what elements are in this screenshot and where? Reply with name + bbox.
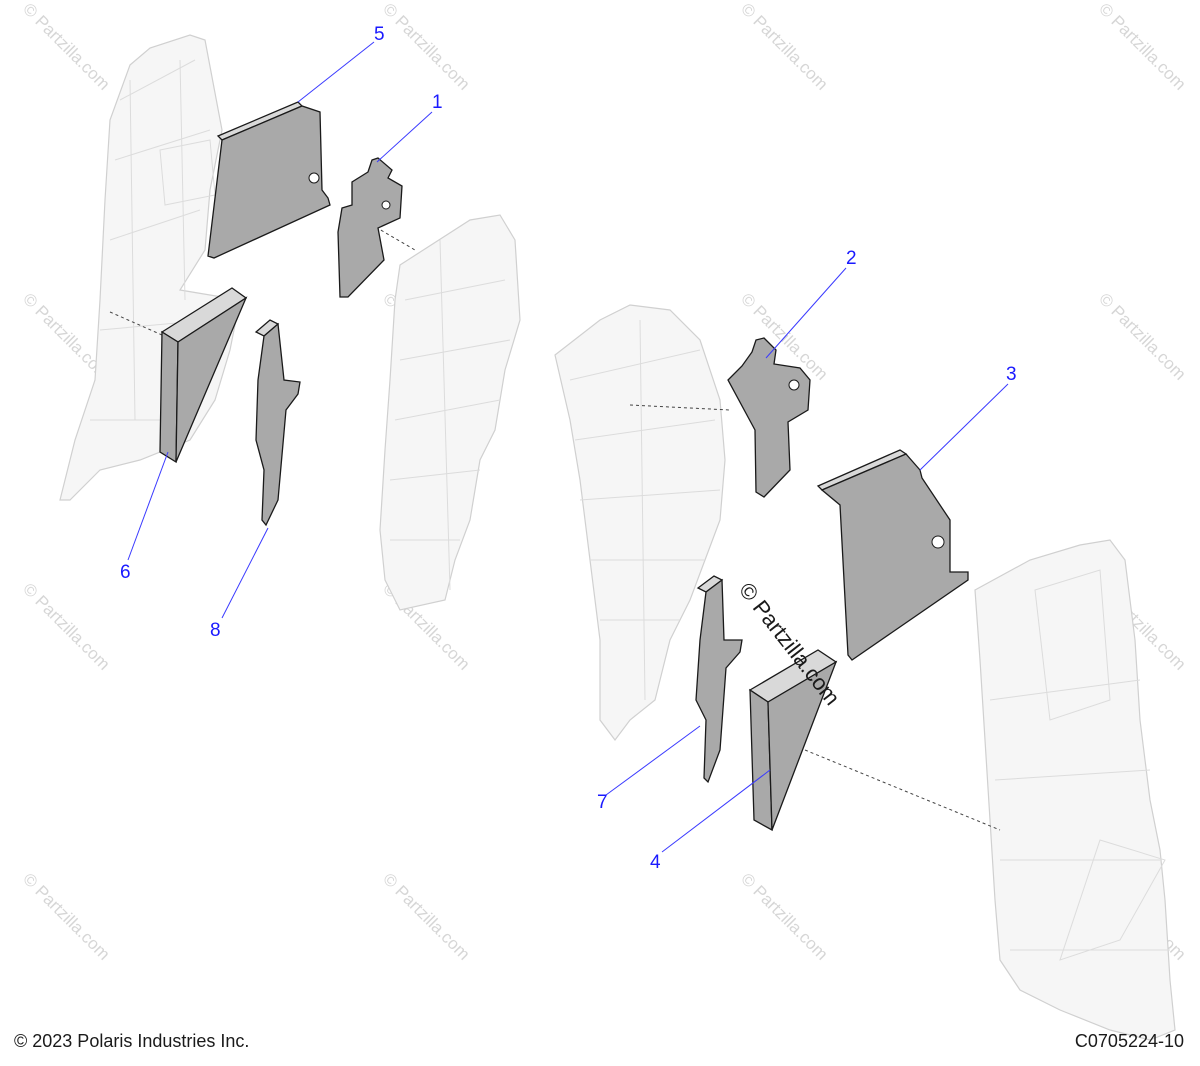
watermark: © Partzilla.com bbox=[737, 0, 831, 94]
watermark: © Partzilla.com bbox=[737, 869, 831, 963]
callout-4: 4 bbox=[650, 852, 661, 873]
part-4-block[interactable] bbox=[748, 649, 838, 832]
right-door-panel bbox=[974, 539, 1176, 1041]
part-7-strip[interactable] bbox=[695, 575, 743, 784]
part-5-pad[interactable] bbox=[207, 101, 331, 259]
right-inner-panel bbox=[554, 304, 726, 741]
callout-1: 1 bbox=[432, 92, 443, 113]
watermark: © Partzilla.com bbox=[379, 869, 473, 963]
watermark: © Partzilla.com bbox=[19, 0, 113, 94]
callout-5: 5 bbox=[374, 24, 385, 45]
part-1-pad[interactable] bbox=[337, 157, 403, 298]
watermark: © Partzilla.com bbox=[1095, 289, 1189, 383]
part-6-block[interactable] bbox=[159, 287, 248, 464]
part-8-strip[interactable] bbox=[254, 319, 301, 527]
leader-lines bbox=[127, 41, 1009, 853]
assembly-lines bbox=[109, 214, 1001, 831]
callout-2: 2 bbox=[846, 248, 857, 269]
part-3-pad[interactable] bbox=[816, 449, 969, 661]
callout-8: 8 bbox=[210, 620, 221, 641]
callout-6: 6 bbox=[120, 562, 131, 583]
left-inner-panel bbox=[379, 214, 521, 611]
watermark: © Partzilla.com bbox=[19, 869, 113, 963]
copyright-text: © 2023 Polaris Industries Inc. bbox=[14, 1031, 250, 1051]
part-2-pad[interactable] bbox=[727, 337, 811, 498]
figure-code: C0705224-10 bbox=[1074, 1031, 1184, 1051]
watermark: © Partzilla.com bbox=[1095, 0, 1189, 94]
watermark: © Partzilla.com bbox=[19, 579, 113, 673]
watermark: © Partzilla.com bbox=[379, 0, 473, 94]
callout-3: 3 bbox=[1006, 364, 1017, 385]
left-door-panel bbox=[59, 34, 241, 501]
callout-labels: 5 1 2 3 6 8 7 4 bbox=[120, 24, 1017, 873]
callout-7: 7 bbox=[597, 792, 608, 813]
